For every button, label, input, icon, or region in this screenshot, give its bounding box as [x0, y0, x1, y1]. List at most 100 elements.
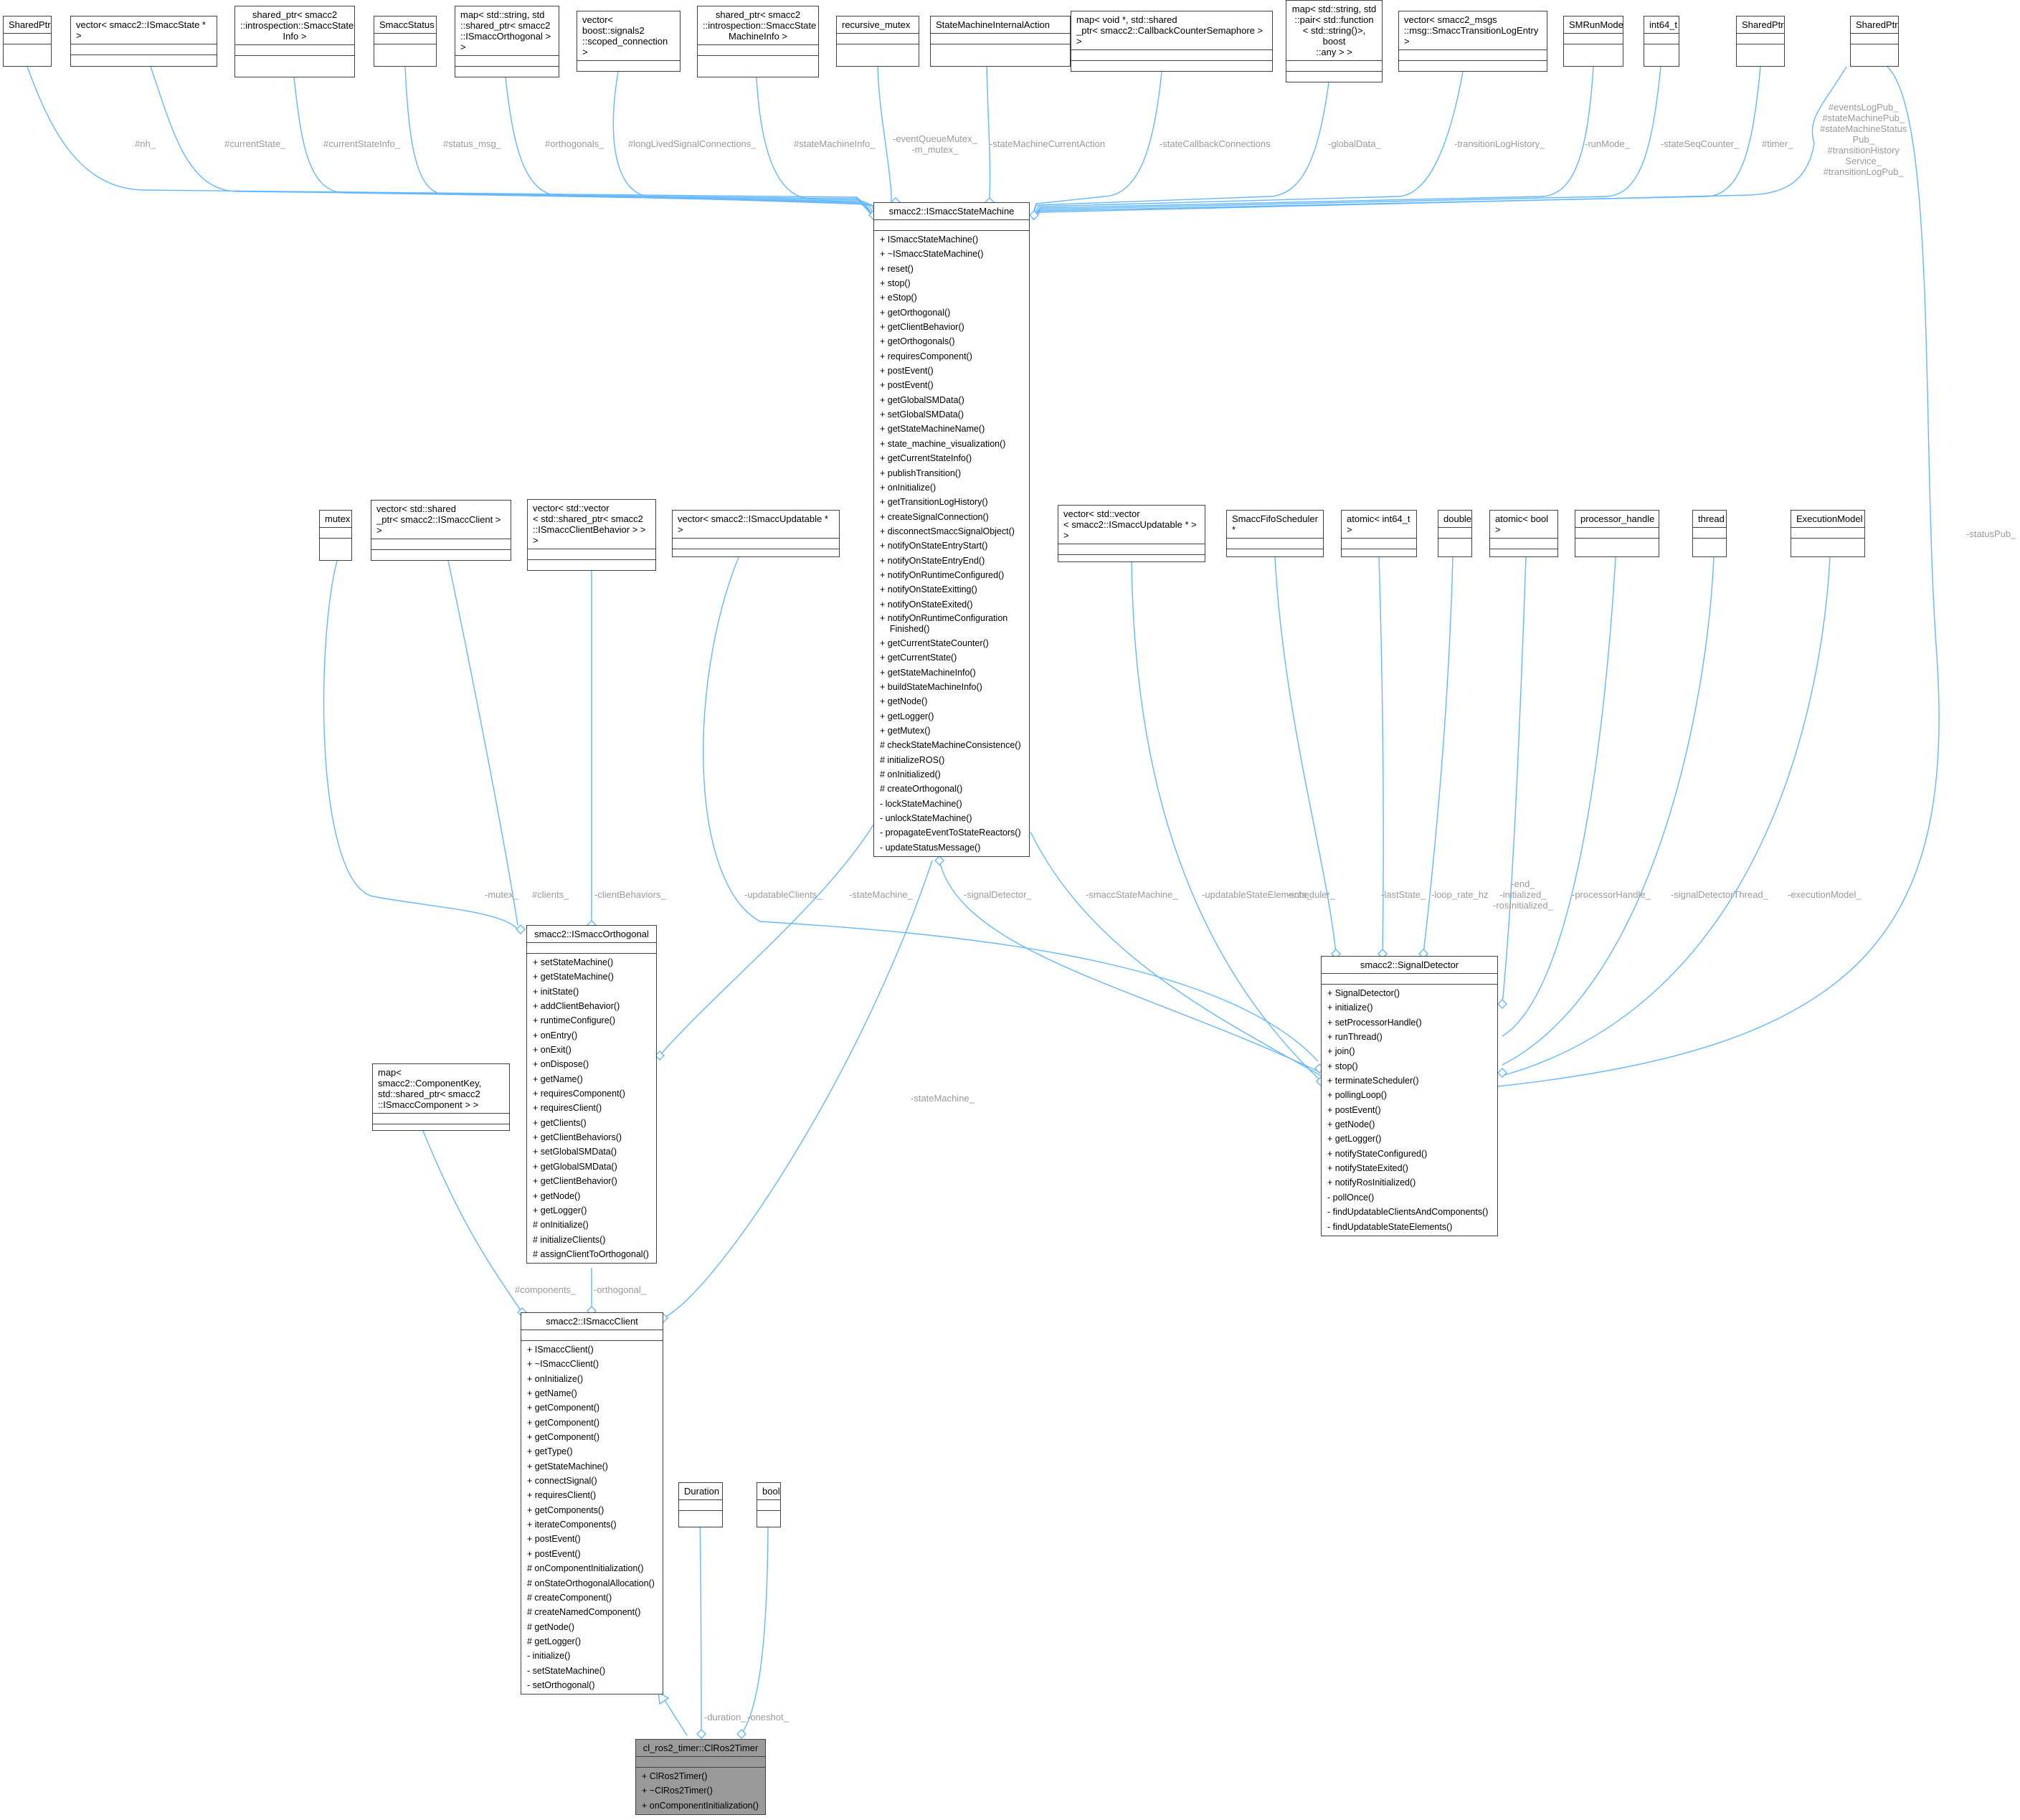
class-member: + getTransitionLogHistory() [880, 497, 988, 508]
edge-end [1502, 556, 1527, 1005]
class-clros2timer: cl_ros2_timer::ClRos2Timer + ClRos2Timer… [635, 1739, 766, 1816]
class-member: - pollOnce() [1327, 1192, 1375, 1203]
class-member: + postEvent() [880, 366, 934, 376]
class-member: + addClientBehavior() [533, 1001, 620, 1012]
edge-processorhandle [1502, 556, 1616, 1037]
edge-eventqueue [877, 66, 892, 202]
box-statemachineinfo: shared_ptr< smacc2 ::introspection::Smac… [697, 6, 819, 77]
class-member: - propagateEventToStateReactors() [880, 828, 1021, 838]
class-member: + createSignalConnection() [880, 511, 989, 522]
edge-label: #timer_ [1762, 138, 1793, 149]
diamond-orth-sm [655, 1051, 665, 1061]
box-map-components: map< smacc2::ComponentKey, std::shared_p… [372, 1063, 510, 1131]
class-member: + terminateScheduler() [1327, 1076, 1419, 1086]
box-smrunmode: SMRunMode [1563, 16, 1623, 67]
class-member: # createNamedComponent() [527, 1607, 641, 1618]
edge-smorth [659, 824, 874, 1056]
box-mutex: mutex [319, 510, 352, 561]
class-member: + getCurrentStateInfo() [880, 453, 972, 464]
box-title: vector< smacc2::ISmaccState * > [76, 19, 206, 41]
class-member: # getNode() [527, 1621, 575, 1632]
box-sharedptr-timer: SharedPtr [1736, 16, 1785, 67]
class-member: + getStateMachine() [527, 1461, 608, 1471]
edge-label: -loop_rate_hz [1431, 889, 1489, 900]
class-member: + getClientBehaviors() [533, 1132, 622, 1143]
box-title: atomic< bool > [1495, 513, 1549, 535]
edge-label: -end_ -initialized_ -rosInitialized_ [1493, 878, 1553, 911]
class-member: # onStateOrthogonalAllocation() [527, 1578, 655, 1588]
member-list: + ClRos2Timer()+ ~ClRos2Timer()+ onCompo… [636, 1767, 765, 1814]
class-member: # initializeClients() [533, 1234, 606, 1245]
class-member: + notifyOnRuntimeConfigured() [880, 569, 1005, 580]
box-vector-updatable: vector< smacc2::ISmaccUpdatable * > [672, 510, 840, 557]
box-vector-updatable-state: vector< std::vector < smacc2::ISmaccUpda… [1058, 505, 1205, 562]
class-member: - initialize() [527, 1651, 571, 1662]
class-member: + requiresClient() [527, 1490, 597, 1501]
box-title: double [1443, 513, 1472, 524]
class-title: cl_ros2_timer::ClRos2Timer [642, 1743, 759, 1753]
edge-smaccsm [1030, 831, 1322, 1076]
class-member: + getCurrentState() [880, 653, 957, 663]
edge-label: #orthogonals_ [545, 138, 604, 149]
class-member: + getGlobalSMData() [533, 1161, 617, 1172]
class-member: + getClientBehavior() [533, 1176, 617, 1187]
class-member: + state_machine_visualization() [880, 438, 1006, 449]
member-list: + SignalDetector()+ initialize()+ setPro… [1322, 984, 1497, 1236]
edge-label: #currentState_ [224, 138, 286, 149]
edge-transitionlog [1032, 71, 1464, 219]
edge-label: #longLivedSignalConnections_ [628, 138, 757, 149]
edge-smaction [986, 66, 991, 202]
class-member: + getLogger() [1327, 1134, 1382, 1144]
edge-scheduler [1274, 556, 1337, 954]
class-member: + getNode() [880, 696, 928, 707]
class-member: + notifyStateConfigured() [1327, 1148, 1428, 1159]
box-map-semaphore: map< void *, std::shared _ptr< smacc2::C… [1071, 11, 1273, 72]
box-title: SharedPtr [9, 19, 51, 30]
edge-nh [27, 66, 874, 216]
edge-duration [699, 1509, 702, 1735]
class-title: smacc2::SignalDetector [1360, 959, 1459, 970]
class-member: + disconnectSmaccSignalObject() [880, 526, 1015, 536]
edge-label: -duration_ [704, 1712, 746, 1722]
edge-sminfo [756, 77, 880, 220]
box-title: int64_t [1649, 19, 1678, 30]
class-member: + initialize() [1327, 1003, 1373, 1013]
diamond-sm-right [1029, 210, 1039, 220]
edge-updatablestate [1131, 556, 1324, 1084]
box-title: vector< std::vector < smacc2::ISmaccUpda… [1063, 508, 1197, 541]
class-member: - unlockStateMachine() [880, 813, 972, 824]
edge-label: -signalDetector_ [964, 889, 1032, 900]
diamond-sig-right2 [1497, 1068, 1507, 1078]
class-ismaccstatemachine: smacc2::ISmaccStateMachine + ISmaccState… [873, 202, 1030, 858]
edge-label: #status_msg_ [443, 138, 501, 149]
box-title: atomic< int64_t > [1347, 513, 1410, 535]
box-processor-handle: processor_handle [1575, 510, 1659, 557]
diamond-sig-right1 [1497, 999, 1507, 1009]
class-member: + onComponentInitialization() [642, 1800, 759, 1811]
box-title: mutex [325, 513, 351, 524]
box-title: map< void *, std::shared _ptr< smacc2::C… [1076, 14, 1263, 47]
member-list: + ISmaccClient()+ ~ISmaccClient()+ onIni… [521, 1340, 663, 1694]
edge-status-msg [404, 66, 876, 220]
class-member: + initState() [533, 986, 579, 997]
class-member: # onComponentInitialization() [527, 1563, 644, 1574]
class-member: # onInitialized() [880, 769, 941, 780]
class-member: + getCurrentStateCounter() [880, 638, 989, 648]
edge-inherit [663, 1697, 688, 1736]
edge-label: -processorHandle_ [1572, 889, 1651, 900]
edge-label: -stateCallbackConnections [1160, 138, 1271, 149]
edge-statuspub [1497, 66, 1940, 1087]
edge-signaldetector [939, 860, 1320, 1073]
class-member: + postEvent() [1327, 1104, 1381, 1115]
edge-orthogonals [505, 77, 877, 220]
class-member: + getClients() [533, 1117, 587, 1128]
diamond-timer-one [736, 1729, 746, 1739]
box-title: shared_ptr< smacc2 ::introspection::Smac… [240, 9, 354, 42]
class-member: + setStateMachine() [533, 957, 614, 967]
class-signaldetector: smacc2::SignalDetector + SignalDetector(… [1321, 956, 1498, 1236]
class-member: + requiresComponent() [533, 1089, 625, 1099]
class-member: + ~ISmaccStateMachine() [880, 249, 984, 260]
class-member: - setOrthogonal() [527, 1679, 595, 1690]
edge-globaldata [1032, 82, 1329, 217]
class-member: + getLogger() [533, 1205, 587, 1215]
